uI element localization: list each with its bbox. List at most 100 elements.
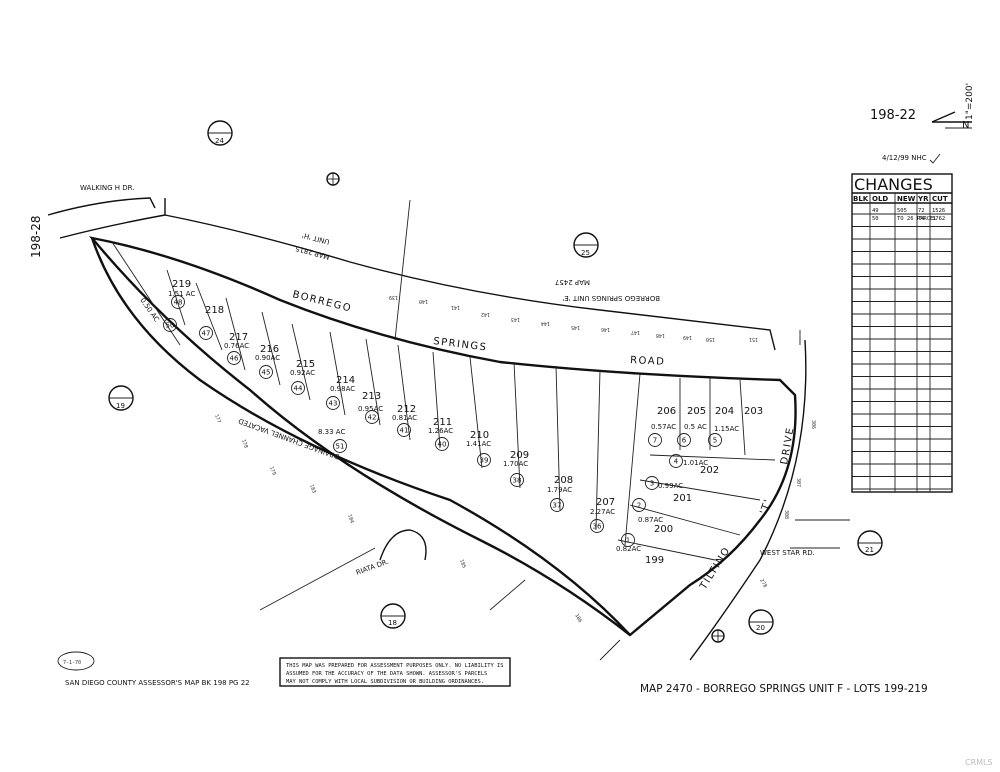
parcel-circle: 1 <box>621 533 635 547</box>
watermark: CRMLS <box>965 758 993 767</box>
lot-211: 211 <box>433 417 452 428</box>
lot-215: 215 <box>296 359 315 370</box>
street-t: 'T' <box>758 497 774 516</box>
col-blk: BLK <box>853 195 869 203</box>
parcel-circle: 38 <box>510 473 524 487</box>
svg-text:19: 19 <box>116 402 125 410</box>
svg-text:306: 306 <box>810 420 816 429</box>
svg-text:147: 147 <box>631 329 640 335</box>
lot-200: 200 <box>654 524 673 535</box>
survey-marker-icon <box>711 629 725 643</box>
parcel-circle: 42 <box>365 410 379 424</box>
table-cell: TO 26 PARCEL <box>897 216 937 222</box>
col-new: NEW <box>897 195 916 203</box>
parcel-circle: 39 <box>477 453 491 467</box>
parcel-circle: 40 <box>435 437 449 451</box>
svg-text:1.79AC: 1.79AC <box>547 486 572 494</box>
walking-h-road-south-edge <box>59 198 166 239</box>
svg-text:41: 41 <box>400 427 409 435</box>
svg-text:1.51 AC: 1.51 AC <box>168 290 195 298</box>
table-cell: 3762 <box>932 216 945 222</box>
lot-205: 205 <box>687 406 706 417</box>
street-road: ROAD <box>630 355 666 368</box>
lot-217: 217 <box>229 332 248 343</box>
lot-214: 214 <box>336 375 355 386</box>
svg-text:3: 3 <box>650 480 654 488</box>
svg-text:142: 142 <box>481 311 490 317</box>
svg-text:1.26AC: 1.26AC <box>428 427 453 435</box>
parcel-circle: 3 <box>645 476 659 490</box>
svg-text:0.90AC: 0.90AC <box>255 354 280 362</box>
table-cell: 72 <box>918 208 925 214</box>
svg-text:183: 183 <box>308 484 317 495</box>
drainage-channel-edge <box>90 237 631 636</box>
parcel-circle: 4 <box>669 454 683 468</box>
table-cell: 49 <box>872 208 879 214</box>
neighbor-map-2815: MAP 2815 <box>295 244 331 261</box>
parcel-circle: 44 <box>291 381 305 395</box>
neighbor-unit-e: BORREGO SPRINGS UNIT 'E' <box>562 294 660 302</box>
unit-divider-line <box>394 199 411 341</box>
lot-202: 202 <box>700 465 719 476</box>
svg-text:184: 184 <box>346 514 355 525</box>
svg-text:1.15AC: 1.15AC <box>714 425 739 433</box>
svg-text:0.98AC: 0.98AC <box>330 385 355 393</box>
parcel-circle: 6 <box>677 433 691 447</box>
lot-201: 201 <box>673 493 692 504</box>
svg-text:1.41AC: 1.41AC <box>466 440 491 448</box>
svg-text:44: 44 <box>294 385 303 393</box>
lot-204: 204 <box>715 406 734 417</box>
svg-text:42: 42 <box>368 414 377 422</box>
table-cell: 50 <box>872 216 879 222</box>
svg-text:151: 151 <box>749 336 758 342</box>
lot-206: 206 <box>657 406 676 417</box>
svg-text:4: 4 <box>674 458 679 466</box>
svg-text:146: 146 <box>601 326 610 332</box>
svg-text:149: 149 <box>683 334 692 340</box>
svg-text:150: 150 <box>706 336 715 342</box>
svg-text:186: 186 <box>573 613 583 624</box>
parcel-circle: 5 <box>708 433 722 447</box>
neighbor-lot-numbers: 139 140 141 142 143 144 145 146 147 148 … <box>389 294 758 342</box>
svg-text:307: 307 <box>795 478 801 487</box>
page-circle-19: 19 <box>108 385 134 411</box>
lot-labels: 219 1.51 AC 218 217 0.76AC 216 0.90AC 21… <box>168 279 763 566</box>
svg-text:185: 185 <box>458 559 467 570</box>
svg-text:18: 18 <box>388 619 397 627</box>
svg-text:21: 21 <box>865 546 874 554</box>
tiltino-outer-edge <box>689 339 807 661</box>
svg-text:7: 7 <box>653 437 657 445</box>
svg-text:179: 179 <box>268 466 277 477</box>
svg-text:0.87AC: 0.87AC <box>638 516 663 524</box>
col-old: OLD <box>872 195 888 203</box>
svg-text:2.27AC: 2.27AC <box>590 508 615 516</box>
lot-216: 216 <box>260 344 279 355</box>
svg-text:177: 177 <box>213 414 222 425</box>
lot-218: 218 <box>205 305 224 316</box>
svg-text:50: 50 <box>166 322 175 330</box>
walking-h-label: WALKING H DR. <box>80 184 135 192</box>
svg-text:45: 45 <box>262 369 271 377</box>
svg-text:0.92AC: 0.92AC <box>290 369 315 377</box>
svg-text:39: 39 <box>480 457 489 465</box>
lot-203: 203 <box>744 406 763 417</box>
parcel-circle: 47 <box>199 326 213 340</box>
table-cell: 505 <box>897 208 907 214</box>
svg-text:0.57AC: 0.57AC <box>651 423 676 431</box>
svg-text:0.81AC: 0.81AC <box>392 414 417 422</box>
street-west-star: WEST STAR RD. <box>760 549 815 557</box>
parcel-circle: 37 <box>550 498 564 512</box>
disclaimer-box: THIS MAP WAS PREPARED FOR ASSESSMENT PUR… <box>279 657 511 687</box>
street-borrego: BORREGO <box>291 289 353 314</box>
street-riata: RIATA DR. <box>355 558 390 577</box>
borrego-north-edge <box>164 214 776 351</box>
svg-text:46: 46 <box>230 355 239 363</box>
svg-text:43: 43 <box>329 400 338 408</box>
channel-acre: 8.33 AC <box>318 428 345 436</box>
parcel-circle: 2 <box>632 498 646 512</box>
map-title: MAP 2470 - BORREGO SPRINGS UNIT F - LOTS… <box>640 683 928 695</box>
svg-text:51: 51 <box>336 443 345 451</box>
